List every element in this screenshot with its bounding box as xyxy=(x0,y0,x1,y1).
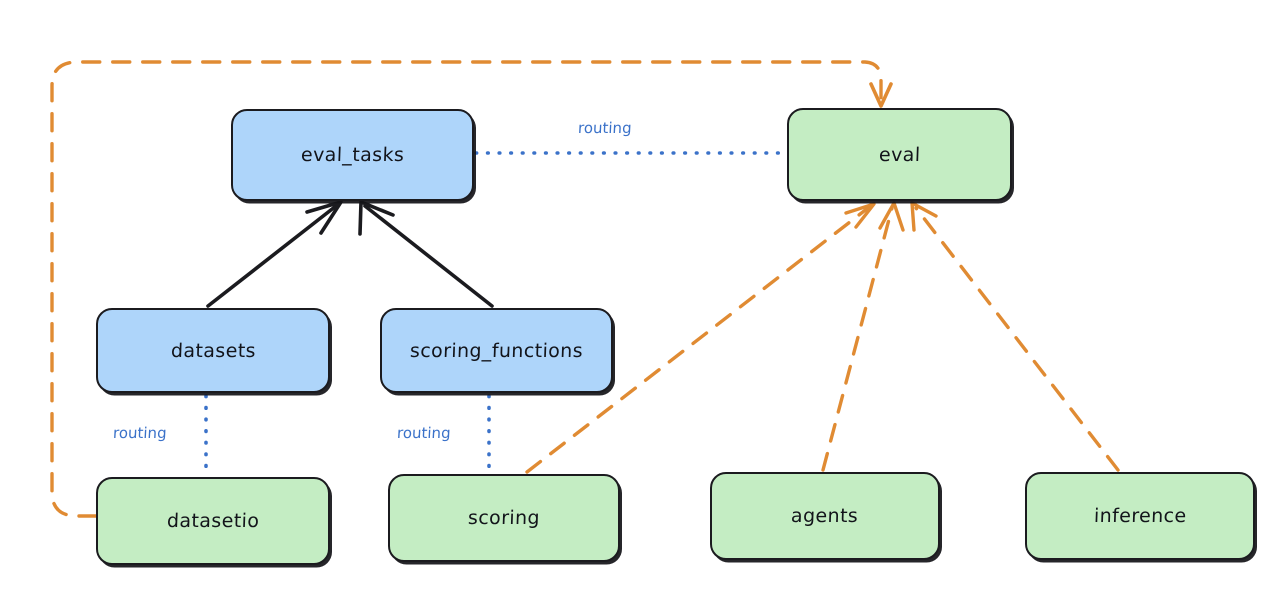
node-label-inference: inference xyxy=(1093,505,1187,527)
node-eval-tasks[interactable]: eval_tasks xyxy=(231,109,474,201)
node-label-eval-tasks: eval_tasks xyxy=(300,144,405,166)
node-agents[interactable]: agents xyxy=(710,472,940,560)
edge-label-routing-datasets: routing xyxy=(112,424,168,442)
node-datasets[interactable]: datasets xyxy=(96,308,330,393)
edge-datasetio-to-eval xyxy=(50,60,893,518)
edge-datasets-to-eval-tasks xyxy=(206,200,343,308)
node-scoring[interactable]: scoring xyxy=(388,474,620,562)
node-label-datasetio: datasetio xyxy=(166,510,260,532)
node-label-agents: agents xyxy=(791,505,859,527)
node-scoring-functions[interactable]: scoring_functions xyxy=(380,308,613,393)
node-label-datasets: datasets xyxy=(170,339,256,362)
node-datasetio[interactable]: datasetio xyxy=(96,477,330,565)
edge-label-routing-scoring-functions: routing xyxy=(396,424,452,442)
edge-scoring-functions-to-eval-tasks xyxy=(358,200,494,308)
node-label-eval: eval xyxy=(878,143,921,166)
edge-scoring-to-eval xyxy=(525,202,876,474)
node-inference[interactable]: inference xyxy=(1025,472,1255,560)
edge-label-routing-eval-tasks: routing xyxy=(577,119,633,137)
node-eval[interactable]: eval xyxy=(787,108,1012,201)
edge-agents-to-eval xyxy=(821,201,905,472)
edge-inference-to-eval xyxy=(910,201,1120,472)
node-label-scoring-functions: scoring_functions xyxy=(409,339,584,362)
node-label-scoring: scoring xyxy=(467,507,541,529)
